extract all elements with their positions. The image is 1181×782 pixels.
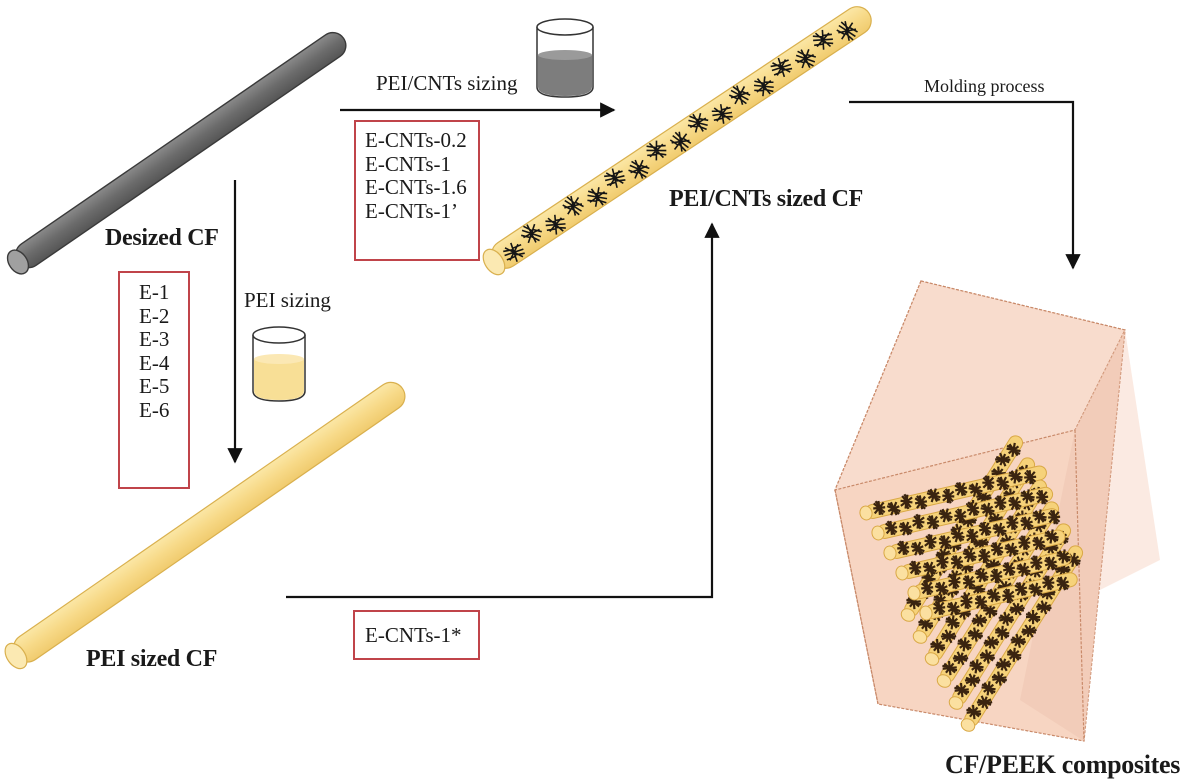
beaker-yellow-icon (252, 326, 306, 402)
sample-label: E-CNTs-1’ (365, 198, 459, 223)
cnt-tuft (1005, 514, 1020, 531)
pei-cnts-sized-fiber (482, 6, 872, 276)
sample-box-pei: E-1 E-2 E-3 E-4 E-5 E-6 (118, 271, 190, 489)
sample-label: E-4 (139, 350, 170, 375)
sample-label: E-CNTs-1 (365, 151, 452, 176)
sample-box-pei-cnts: E-CNTs-0.2 E-CNTs-1 E-CNTs-1.6 E-CNTs-1’ (354, 120, 480, 261)
cnt-tuft (952, 507, 968, 525)
composite-fiber (919, 572, 1078, 621)
node-pei-sized-cf: PEI sized CF (86, 646, 218, 672)
node-cf-peek-composites: CF/PEEK composites (945, 750, 1181, 779)
sample-label: E-1 (139, 280, 170, 304)
sample-label: E-2 (139, 303, 170, 328)
cnt-tuft (1029, 554, 1044, 571)
arrow-two-step (286, 222, 720, 599)
sample-label: E-6 (139, 397, 170, 422)
process-pei-sizing: PEI sizing (244, 288, 331, 312)
sample-box-two-step: E-CNTs-1* (353, 610, 480, 660)
desized-fiber (6, 31, 347, 275)
cnt-tuft (940, 487, 956, 505)
composite-block (833, 280, 1160, 742)
node-desized-cf: Desized CF (105, 225, 219, 251)
sample-label: E-3 (139, 327, 170, 352)
composite-fiber (859, 465, 1047, 521)
sample-label: E-CNTs-0.2 (365, 128, 467, 152)
cnt-tuft (1022, 468, 1038, 486)
cnt-tuft (1046, 508, 1062, 526)
cnt-tuft (1034, 488, 1050, 506)
node-pei-cnts-sized-cf: PEI/CNTs sized CF (669, 186, 864, 212)
beaker-gray-icon (536, 18, 594, 98)
sample-label: E-CNTs-1* (365, 623, 462, 647)
cnt-tuft (964, 527, 980, 545)
arrow-molding (849, 100, 1081, 270)
sample-label: E-CNTs-1.6 (365, 175, 467, 200)
cnt-tuft (993, 494, 1008, 511)
cnt-tuft (988, 567, 1004, 585)
composite-fiber (883, 506, 1062, 561)
process-molding: Molding process (924, 76, 1045, 96)
cnt-tuft (976, 547, 992, 565)
composite-fiber (871, 486, 1054, 541)
pei-sized-fiber (4, 381, 406, 670)
cnt-tuft (1000, 587, 1016, 605)
composite-fiber (907, 546, 1074, 601)
cnt-tuft (1041, 574, 1056, 591)
process-pei-cnts-sizing: PEI/CNTs sizing (376, 71, 518, 95)
sample-label: E-5 (139, 374, 170, 399)
cnt-tuft (981, 474, 996, 491)
composite-fiber (895, 526, 1066, 581)
cnt-tuft (1017, 534, 1032, 551)
